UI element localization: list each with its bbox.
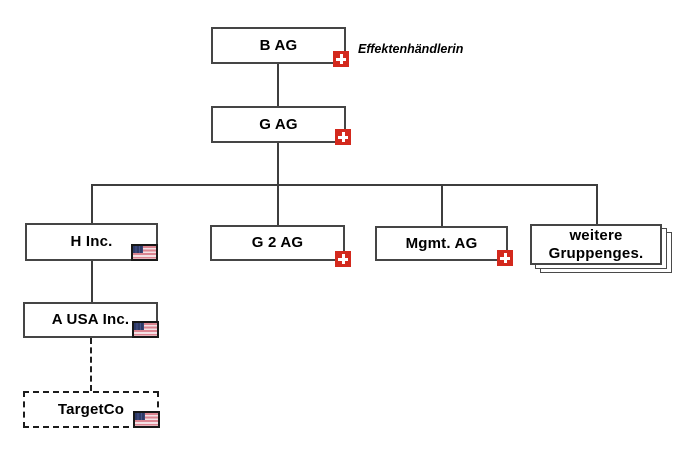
node-h-inc: H Inc. — [25, 223, 158, 261]
node-b-ag-label: B AG — [259, 36, 298, 54]
us-flag-icon — [131, 244, 158, 261]
connector-ausa-targetco-dashed — [90, 338, 92, 391]
connector-branch-horizontal — [91, 184, 598, 186]
connector-branch-g2ag — [277, 184, 279, 226]
swiss-cross — [338, 257, 348, 261]
node-weitere-label-line2: Gruppenges. — [548, 244, 644, 262]
node-weitere-label-line1: weitere — [569, 226, 623, 244]
us-flag-canton — [133, 246, 143, 253]
node-a-usa-inc-label: A USA Inc. — [51, 311, 130, 328]
node-b-ag: B AG — [211, 27, 346, 64]
node-g2-ag-label: G 2 AG — [251, 234, 304, 251]
connector-bag-gag — [277, 63, 279, 106]
swiss-cross — [500, 256, 510, 260]
connector-branch-mgmtag — [441, 184, 443, 227]
annotation-effektenhaendlerin: Effektenhändlerin — [358, 42, 464, 56]
swiss-flag-icon — [333, 51, 349, 67]
us-flag-icon — [132, 321, 159, 338]
node-mgmt-ag: Mgmt. AG — [375, 226, 508, 261]
swiss-cross — [336, 57, 346, 61]
us-flag-icon — [133, 411, 160, 428]
swiss-flag-icon — [335, 129, 351, 145]
node-h-inc-label: H Inc. — [70, 233, 113, 250]
node-weitere-gruppenges: weitere Gruppenges. — [530, 224, 662, 265]
node-targetco-label: TargetCo — [57, 400, 125, 418]
connector-branch-hinc — [91, 184, 93, 224]
swiss-cross — [338, 135, 348, 139]
us-flag-canton — [134, 323, 144, 330]
connector-gag-branch — [277, 143, 279, 185]
swiss-flag-icon — [497, 250, 513, 266]
us-flag-canton — [135, 413, 145, 420]
connector-branch-weitere — [596, 184, 598, 225]
node-g-ag-label: G AG — [259, 115, 298, 133]
node-mgmt-ag-label: Mgmt. AG — [405, 234, 478, 252]
node-g-ag: G AG — [211, 106, 346, 143]
connector-hinc-ausa — [91, 261, 93, 303]
node-g2-ag: G 2 AG — [210, 225, 345, 261]
swiss-flag-icon — [335, 251, 351, 267]
